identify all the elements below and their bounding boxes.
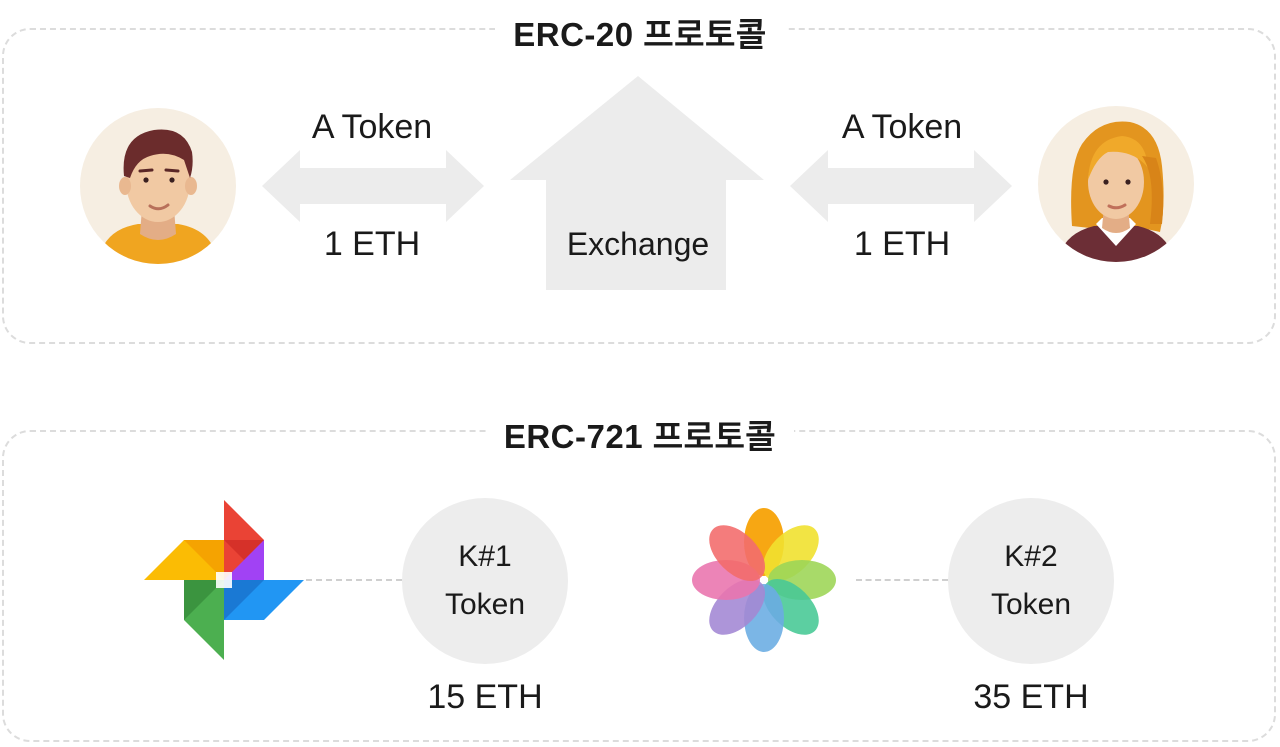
left-exchange-arrow	[262, 150, 484, 222]
erc20-title: ERC-20 프로토콜	[0, 8, 1280, 56]
token1-id: K#1	[458, 540, 512, 573]
left-arrow-bottom-label: 1 ETH	[323, 225, 421, 263]
token2-circle: K#2 Token	[948, 498, 1114, 664]
exchange-label: Exchange	[566, 226, 710, 262]
pinwheel-photos-icon	[144, 500, 304, 660]
token1-circle: K#1 Token	[402, 498, 568, 664]
token2-id: K#2	[1004, 540, 1058, 573]
man-avatar-icon	[80, 108, 236, 264]
woman-avatar-icon	[1038, 106, 1194, 262]
erc721-title: ERC-721 프로토콜	[0, 410, 1280, 458]
flower-photos-icon	[692, 508, 836, 652]
right-arrow-bottom-label: 1 ETH	[853, 225, 951, 263]
token1-word: Token	[444, 588, 526, 621]
right-exchange-arrow	[790, 150, 1012, 222]
right-arrow-top-label: A Token	[841, 108, 963, 146]
token2-connector	[856, 579, 948, 581]
token1-price: 15 ETH	[427, 678, 543, 716]
token1-connector	[306, 579, 402, 581]
token2-word: Token	[990, 588, 1072, 621]
token2-price: 35 ETH	[973, 678, 1089, 716]
exchange-arrow-shape	[510, 76, 764, 290]
left-arrow-top-label: A Token	[311, 108, 433, 146]
